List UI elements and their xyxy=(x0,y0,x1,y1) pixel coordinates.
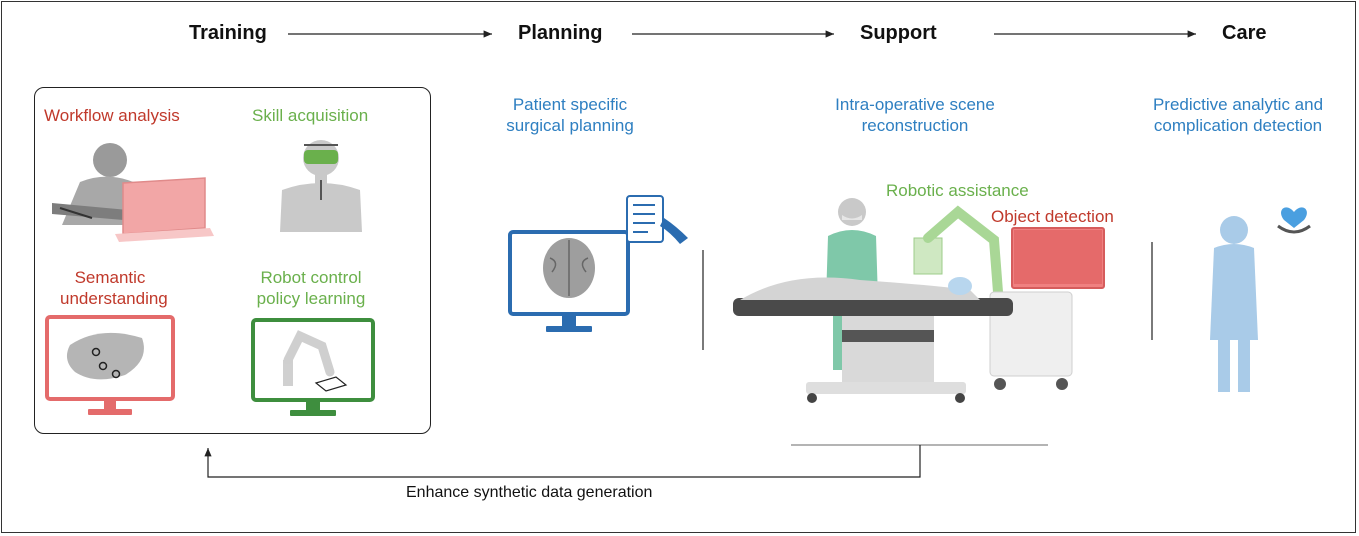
robot-control-icon xyxy=(251,318,375,416)
label-scene-reconstruction: Intra-operative scene reconstruction xyxy=(810,94,1020,136)
label-object-detection: Object detection xyxy=(991,207,1114,226)
label-reconstruction-line1: Intra-operative scene xyxy=(835,95,995,114)
stage-training: Training xyxy=(189,22,267,44)
label-care-line1: Predictive analytic and xyxy=(1152,95,1324,114)
label-reconstruction-line2: reconstruction xyxy=(861,116,969,135)
semantic-understanding-icon xyxy=(45,315,175,415)
training-box xyxy=(34,87,431,434)
feedback-arrow xyxy=(204,445,921,478)
label-robot-control: Robot control policy learning xyxy=(246,267,376,309)
label-semantic-line1: Semantic xyxy=(74,268,146,287)
label-planning-line1: Patient specific xyxy=(512,95,628,114)
label-skill-acquisition: Skill acquisition xyxy=(252,106,369,125)
label-predictive-analytic: Predictive analytic and complication det… xyxy=(1136,94,1340,136)
label-planning-line2: surgical planning xyxy=(506,116,634,135)
operating-room-icon xyxy=(733,198,1105,403)
label-enhance-synthetic-data: Enhance synthetic data generation xyxy=(406,484,653,501)
stage-planning: Planning xyxy=(518,22,603,44)
label-robot-line1: Robot control xyxy=(260,268,362,287)
label-robotic-assistance: Robotic assistance xyxy=(886,181,1029,200)
stage-support: Support xyxy=(860,22,937,44)
workflow-analysis-icon xyxy=(52,143,214,242)
label-robot-line2: policy learning xyxy=(256,289,366,308)
label-workflow-analysis: Workflow analysis xyxy=(44,106,180,125)
label-care-line2: complication detection xyxy=(1153,116,1323,135)
surgical-planning-icon xyxy=(508,195,688,332)
skill-acquisition-icon xyxy=(280,140,362,232)
stage-care: Care xyxy=(1222,22,1267,44)
label-semantic-understanding: Semantic understanding xyxy=(60,267,168,309)
label-surgical-planning: Patient specific surgical planning xyxy=(497,94,643,136)
label-semantic-line2: understanding xyxy=(60,289,168,308)
patient-care-icon xyxy=(1210,207,1311,392)
